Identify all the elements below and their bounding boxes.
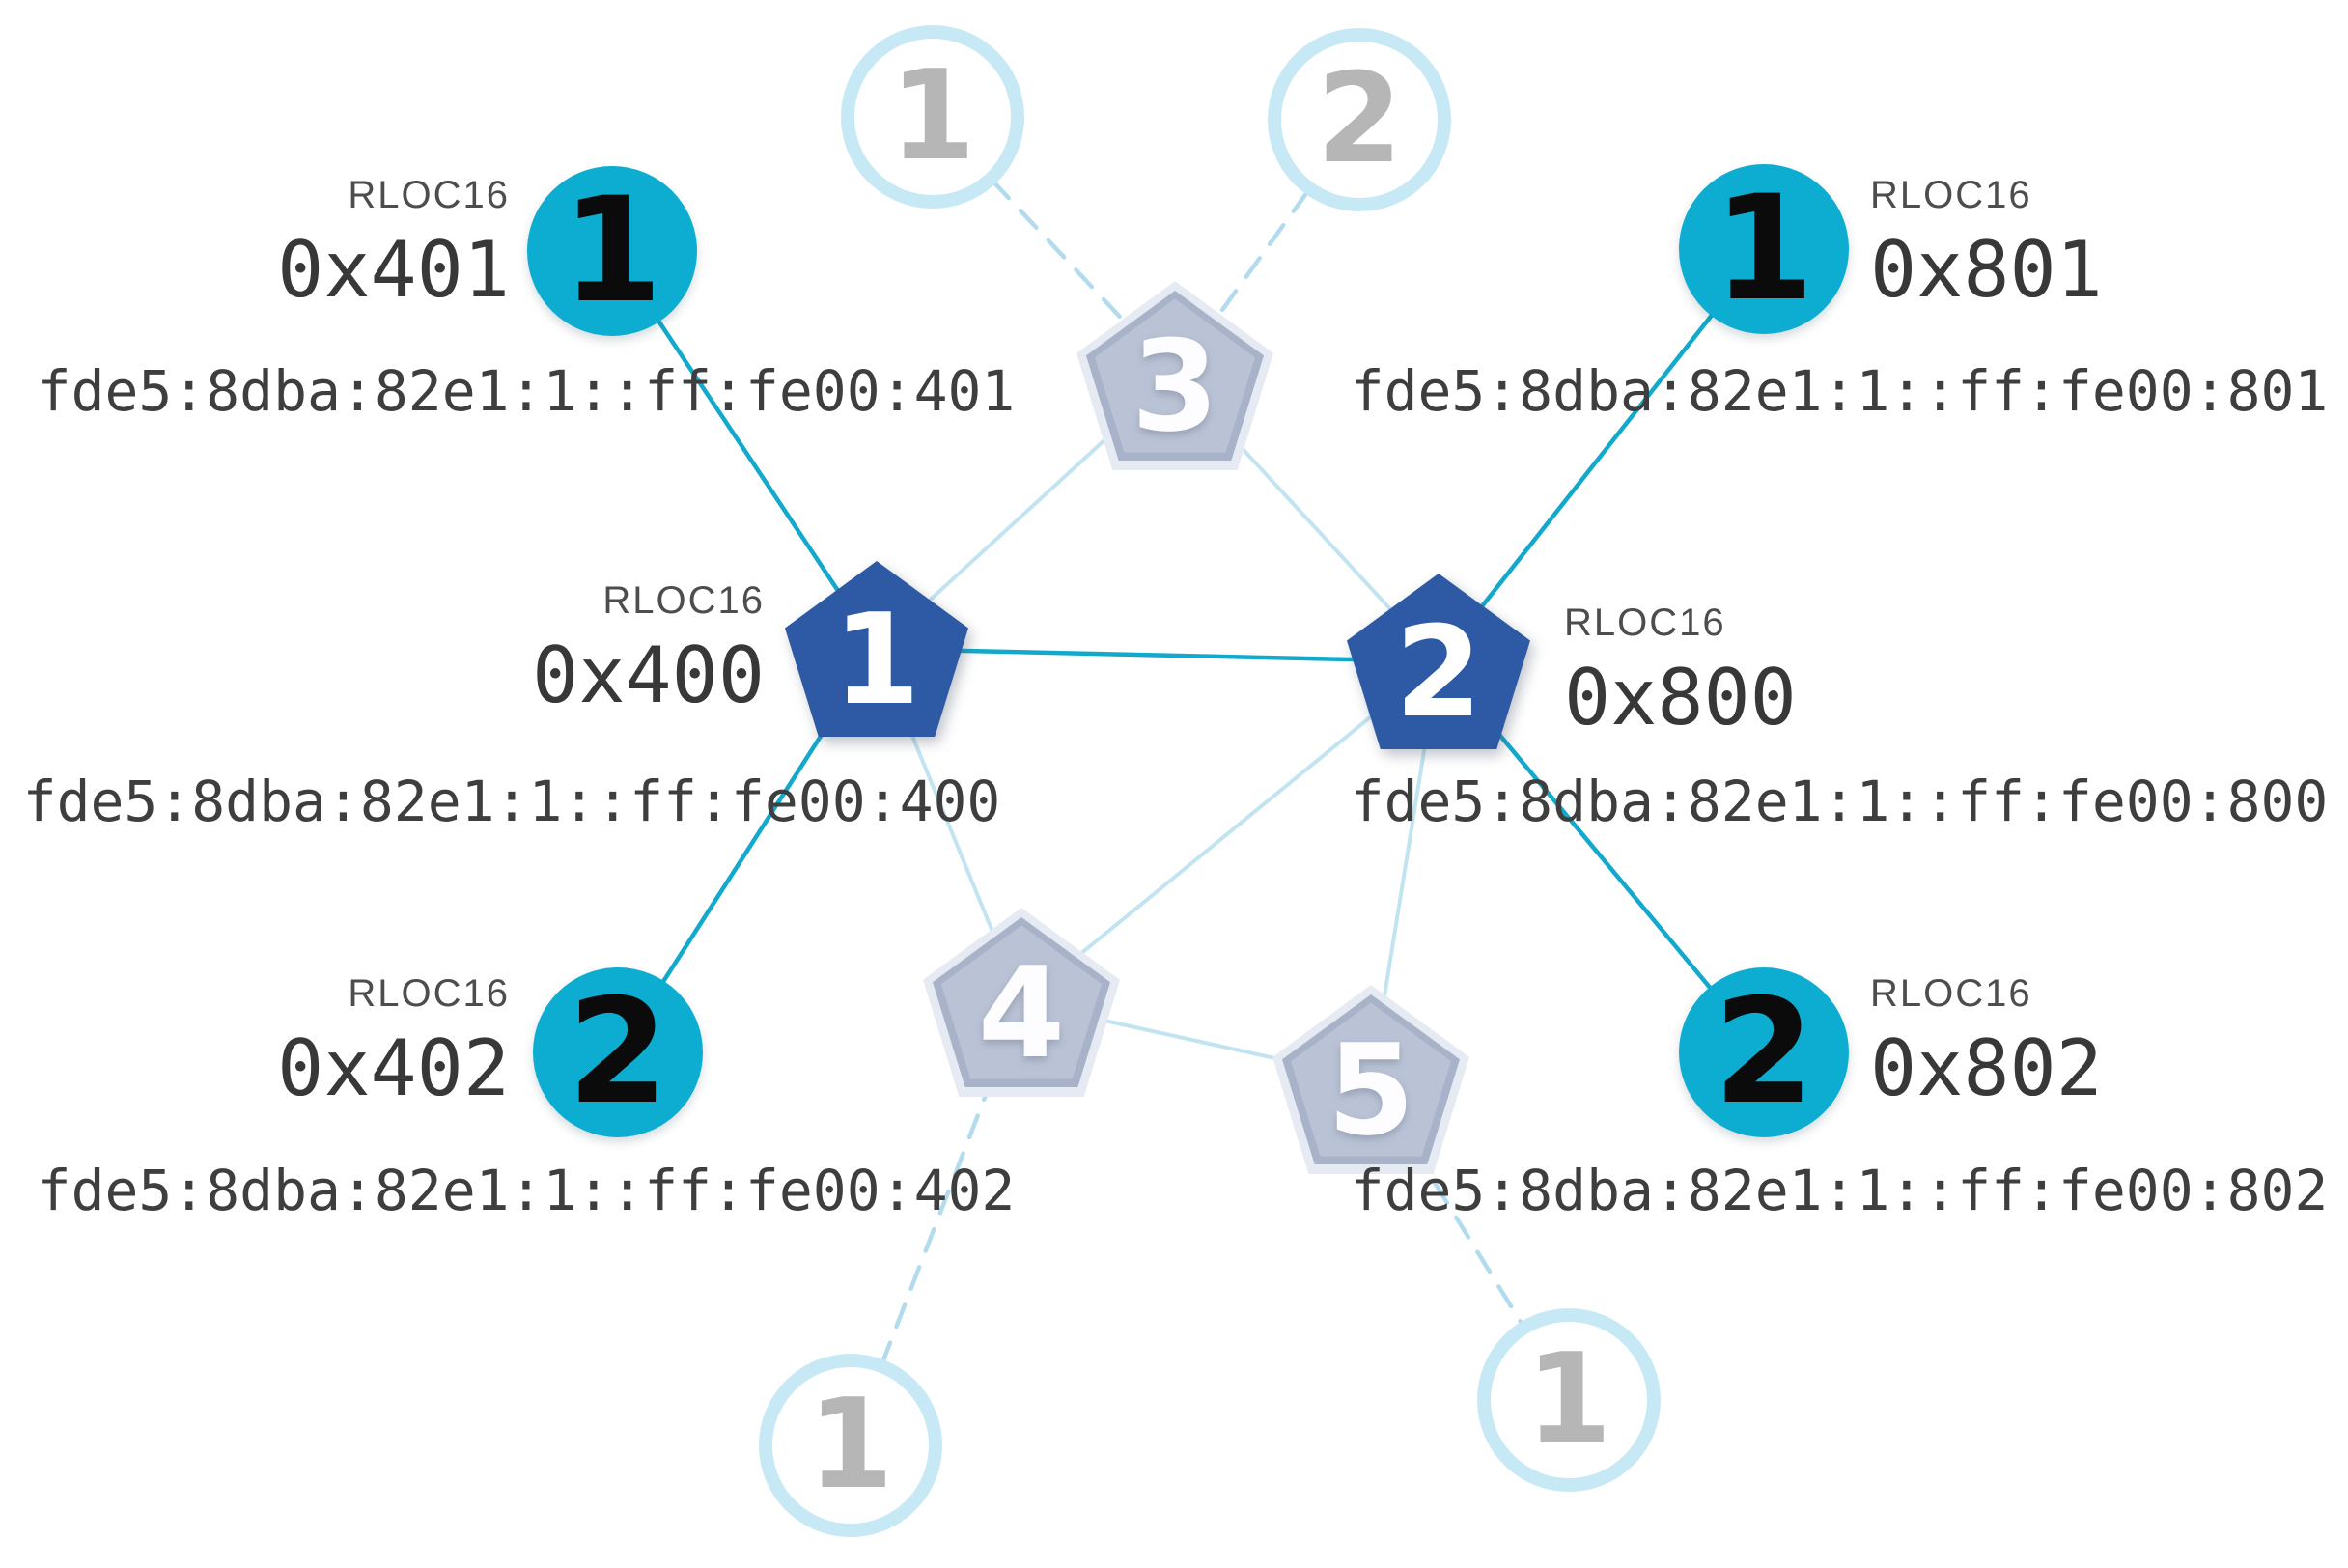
rloc16-value: 0x801 [1870,225,2103,315]
node-number: 2 [1316,47,1403,191]
node-number: 1 [807,1373,894,1517]
ipv6-address: fde5:8dba:82e1:1::ff:fe00:400 [22,769,1001,834]
node-number: 5 [1327,1017,1415,1163]
node-number: 2 [1713,968,1815,1136]
node-number: 3 [1131,313,1219,460]
rloc16-value: 0x400 [532,630,765,720]
child-node-0x802[interactable]: 2 [1679,967,1849,1137]
label-block-0x801: RLOC16 0x801 [1870,176,2348,309]
rloc16-title: RLOC16 [348,972,510,1015]
rloc16-title: RLOC16 [1870,972,2032,1015]
ghost-child-node-top-1[interactable]: 1 [841,25,1024,209]
ghost-child-node-bottom-1[interactable]: 1 [759,1354,942,1537]
router-node-1-0x400[interactable]: 1 [778,554,975,743]
ipv6-address: fde5:8dba:82e1:1::ff:fe00:401 [37,358,1016,424]
rloc16-value: 0x800 [1564,653,1797,742]
ghost-child-node-top-2[interactable]: 2 [1268,28,1451,211]
rloc16-title: RLOC16 [1870,174,2032,216]
ipv6-address: fde5:8dba:82e1:1::ff:fe00:801 [1350,358,2329,424]
node-number: 1 [832,586,921,733]
edge-router1-router2 [876,646,1440,664]
label-block-0x802: RLOC16 0x802 [1870,974,2348,1107]
label-block-0x401: RLOC16 0x401 [0,176,510,309]
rloc16-value: 0x802 [1870,1023,2103,1113]
child-node-0x401[interactable]: 1 [527,166,697,336]
node-number: 1 [561,167,663,335]
edge-child801-router2 [1437,247,1766,663]
router-node-3-faded[interactable]: 3 [1076,281,1273,470]
rloc16-title: RLOC16 [602,579,765,622]
child-node-0x402[interactable]: 2 [533,967,703,1137]
node-number: 2 [1394,599,1483,745]
ipv6-address: fde5:8dba:82e1:1::ff:fe00:402 [37,1158,1016,1223]
node-number: 1 [1713,165,1815,333]
rloc16-value: 0x401 [277,225,510,315]
label-block-0x800: RLOC16 0x800 [1564,603,2143,737]
ghost-child-node-bottom-2[interactable]: 1 [1477,1308,1661,1492]
node-number: 1 [889,44,976,188]
ipv6-address: fde5:8dba:82e1:1::ff:fe00:800 [1350,769,2329,834]
ipv6-address: fde5:8dba:82e1:1::ff:fe00:802 [1350,1158,2329,1223]
label-block-0x400: RLOC16 0x400 [0,581,765,714]
edge-router2-router4 [1020,659,1440,1004]
router-node-4-faded[interactable]: 4 [923,908,1120,1097]
rloc16-title: RLOC16 [348,174,510,216]
router-node-5-faded[interactable]: 5 [1272,985,1469,1174]
rloc16-title: RLOC16 [1564,602,1726,644]
node-number: 1 [1525,1328,1612,1471]
child-node-0x801[interactable]: 1 [1679,164,1849,334]
node-number: 2 [567,968,669,1136]
router-node-2-0x800[interactable]: 2 [1340,567,1537,756]
label-block-0x402: RLOC16 0x402 [0,974,510,1107]
node-number: 4 [977,939,1066,1086]
rloc16-value: 0x402 [277,1023,510,1113]
